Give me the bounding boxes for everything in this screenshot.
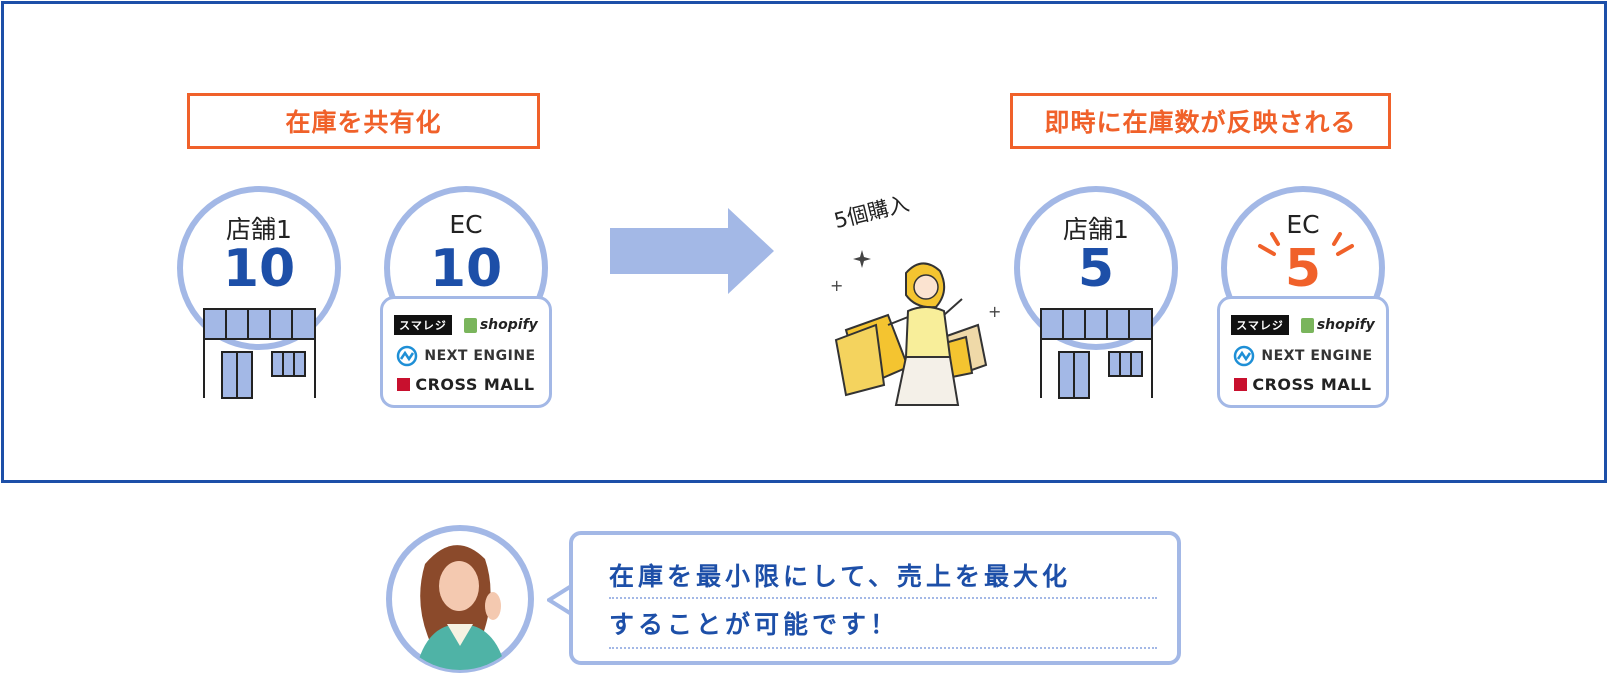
ec-logo-card-left: スマレジ shopify NEXT ENGINE CROSS MALL [380,296,552,408]
ec-count-right: 5 [1284,239,1322,299]
svg-text:+: + [830,276,843,295]
ec-logo-card-right: スマレジ shopify NEXT ENGINE CROSS MALL [1217,296,1389,408]
shopper-illustration: + + [830,250,1001,406]
ec-count-left: 10 [429,239,503,299]
shopify-logo: shopify [1300,317,1375,333]
cross-mall-icon [1234,378,1248,391]
shopify-bag-icon [1300,317,1314,333]
cross-mall-logo: CROSS MALL [397,375,534,394]
speech-bubble: 在庫を最小限にして、売上を最大化 することが可能です！ [569,531,1181,665]
store-building-icon [1040,308,1153,399]
message-underline-2 [609,647,1157,649]
cross-mall-logo: CROSS MALL [1234,375,1371,394]
next-engine-logo: NEXT ENGINE [1233,345,1372,367]
realtime-update-label: 即時に在庫数が反映される [1010,93,1391,149]
ec-title-left: EC [449,210,483,239]
store-count-left: 10 [222,239,296,299]
smaregi-logo: スマレジ [1231,315,1289,335]
message-underline-1 [609,597,1157,599]
message-line-1: 在庫を最小限にして、売上を最大化 [609,562,1072,591]
svg-text:+: + [988,302,1001,321]
store-title-right: 店舗1 [1063,215,1129,244]
highlight-burst-icon [1258,232,1354,256]
store-title-left: 店舗1 [226,215,292,244]
next-engine-logo: NEXT ENGINE [396,345,535,367]
next-engine-icon [397,345,418,367]
ec-title-right: EC [1286,210,1320,239]
store-count-right: 5 [1077,239,1115,299]
smaregi-logo: スマレジ [394,315,452,335]
message-line-2: することが可能です！ [609,610,900,639]
shared-inventory-label: 在庫を共有化 [187,93,540,149]
right-arrow-icon [610,208,774,294]
cross-mall-icon [397,378,411,391]
store-building-icon [203,308,316,399]
advisor-avatar [386,525,534,673]
next-engine-icon [1234,345,1255,367]
shopify-bag-icon [463,317,477,333]
shopify-logo: shopify [463,317,538,333]
